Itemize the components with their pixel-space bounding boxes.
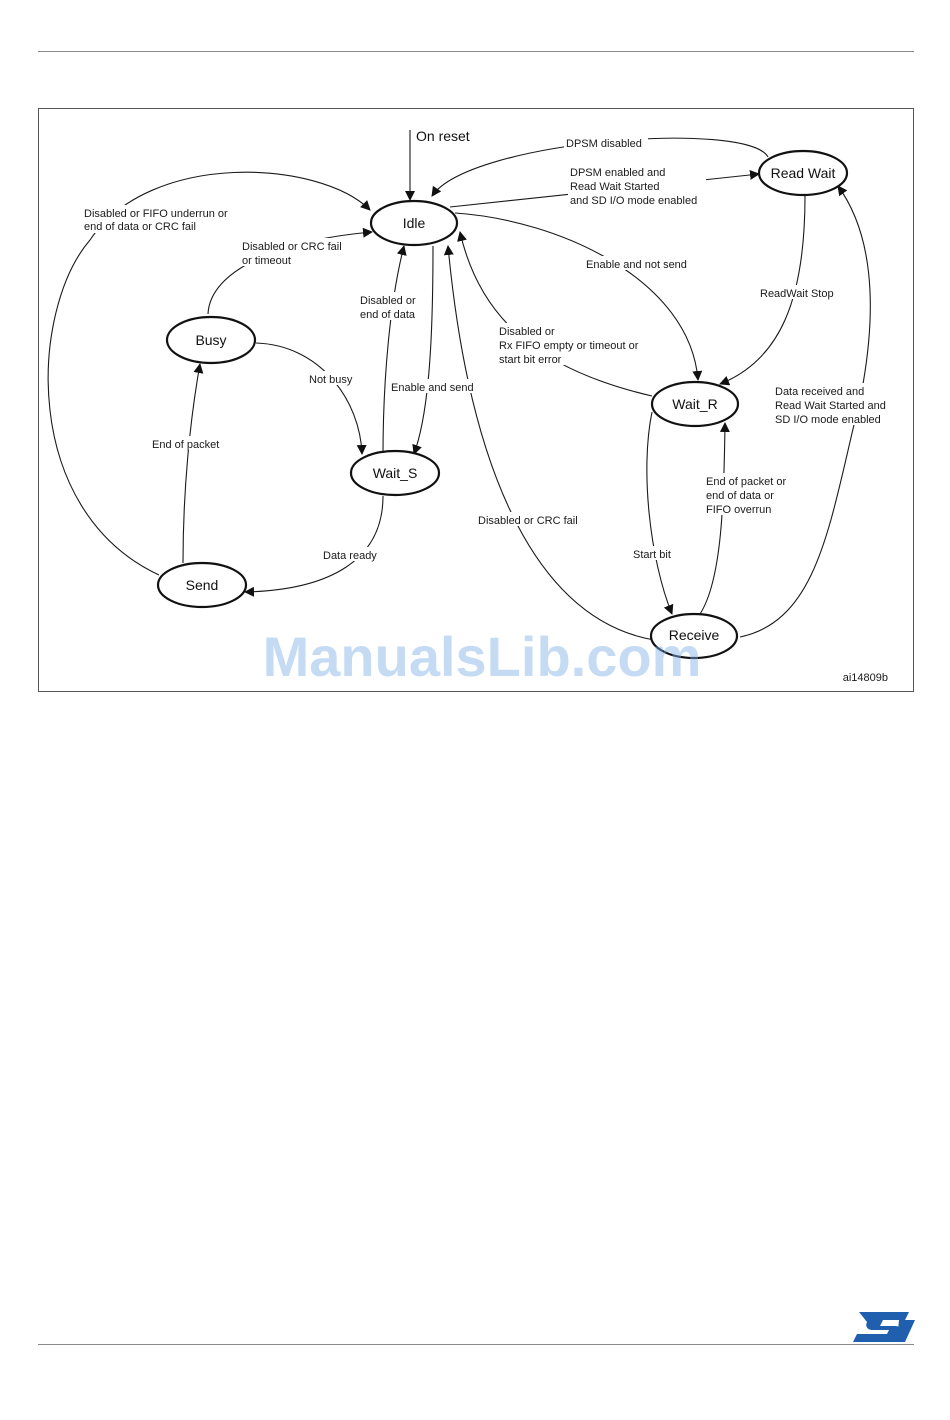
state-receive-label: Receive bbox=[669, 627, 720, 643]
state-busy-label: Busy bbox=[195, 332, 226, 348]
label-send-to-idle: Disabled or FIFO underrun or end of data… bbox=[84, 208, 231, 233]
state-receive: Receive bbox=[649, 612, 739, 660]
header-rule bbox=[38, 51, 914, 52]
edge-send-to-idle bbox=[47, 171, 371, 576]
label-dpsm-enabled: DPSM enabled and Read Wait Started and S… bbox=[570, 167, 697, 207]
state-wait-r: Wait_R bbox=[650, 380, 740, 428]
label-not-busy: Not busy bbox=[309, 374, 353, 386]
footer-rule bbox=[38, 1344, 914, 1345]
state-idle: Idle bbox=[369, 199, 459, 247]
label-busy-to-idle: Disabled or CRC fail or timeout bbox=[242, 241, 345, 267]
state-send-label: Send bbox=[186, 577, 219, 593]
state-wait-s: Wait_S bbox=[349, 449, 441, 497]
state-wait-r-label: Wait_R bbox=[672, 396, 717, 412]
label-readwait-stop: ReadWait Stop bbox=[760, 288, 834, 300]
label-waitr-to-idle: Disabled or Rx FIFO empty or timeout or … bbox=[499, 326, 641, 366]
st-logo bbox=[853, 1312, 915, 1342]
state-send: Send bbox=[156, 561, 248, 609]
edge-send-to-busy bbox=[182, 363, 204, 564]
label-dpsm-disabled: DPSM disabled bbox=[566, 138, 642, 150]
label-backgrounds bbox=[82, 136, 893, 561]
transition-labels: DPSM disabled DPSM enabled and Read Wait… bbox=[84, 138, 889, 562]
edge-idle-to-waits bbox=[412, 245, 434, 455]
edge-receive-to-waitr bbox=[699, 422, 730, 615]
edge-busy-to-waits bbox=[255, 342, 367, 455]
label-start-bit: Start bit bbox=[633, 549, 671, 561]
on-reset-label: On reset bbox=[416, 128, 470, 144]
label-waits-to-idle: Disabled or end of data bbox=[360, 295, 419, 321]
edge-waits-to-idle bbox=[382, 245, 407, 456]
edge-readwait-to-waitr bbox=[719, 195, 806, 386]
label-enable-not-send: Enable and not send bbox=[586, 259, 687, 271]
state-read-wait-label: Read Wait bbox=[771, 165, 836, 181]
figure-id: ai14809b bbox=[843, 672, 888, 684]
edge-waitr-to-receive bbox=[646, 411, 674, 615]
state-busy: Busy bbox=[165, 315, 257, 365]
state-idle-label: Idle bbox=[403, 215, 426, 231]
state-wait-s-label: Wait_S bbox=[373, 465, 418, 481]
figure-frame bbox=[38, 108, 914, 692]
label-receive-to-waitr: End of packet or end of data or FIFO ove… bbox=[706, 476, 789, 516]
label-receive-to-idle: Disabled or CRC fail bbox=[478, 515, 578, 527]
edge-receive-to-idle bbox=[443, 245, 655, 641]
label-end-of-packet: End of packet bbox=[152, 439, 219, 451]
label-enable-and-send: Enable and send bbox=[391, 382, 474, 394]
label-data-ready: Data ready bbox=[323, 550, 377, 562]
watermark: ManualsLib.com bbox=[263, 625, 702, 688]
state-read-wait: Read Wait bbox=[757, 149, 849, 197]
edge-waits-to-send bbox=[244, 495, 384, 597]
label-data-received: Data received and Read Wait Started and … bbox=[775, 386, 889, 426]
